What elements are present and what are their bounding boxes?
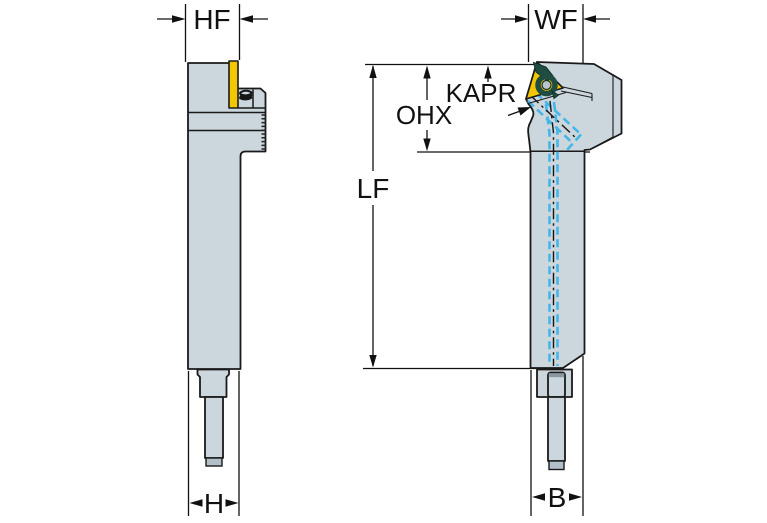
lf-dimension: LF (357, 65, 390, 368)
hf-arrow-right-icon (239, 15, 253, 23)
shank-pin-side (204, 396, 224, 459)
lf-arrow-down-icon (369, 355, 377, 368)
h-arrow-right-icon (225, 499, 239, 507)
side-view-body (187, 62, 267, 370)
side-view-shank (196, 368, 230, 467)
hf-extension-lines (184, 4, 241, 62)
hf-label: HF (193, 4, 230, 35)
shank-pin-front (547, 396, 566, 462)
b-extension-lines (530, 356, 584, 516)
side-view: HF H (157, 4, 268, 519)
kapr-label: KAPR (446, 78, 517, 108)
b-arrow-left-icon (532, 493, 545, 501)
lf-label: LF (357, 173, 390, 204)
b-arrow-right-icon (569, 493, 582, 501)
h-label: H (204, 488, 224, 519)
hf-dimension: HF (157, 4, 268, 62)
coolant-channel-diagonal (527, 92, 582, 152)
shank-pin-tip-side (205, 457, 223, 467)
ohx-arrow-down-icon (423, 138, 431, 152)
shank-pin-tip-front (548, 460, 565, 471)
coolant-channels (527, 92, 582, 366)
front-view-body (525, 61, 623, 369)
wf-label: WF (534, 4, 578, 35)
b-dimension: B (530, 356, 584, 516)
ohx-label: OHX (396, 100, 452, 130)
serration-marks (261, 114, 266, 150)
front-view-clamp (532, 61, 560, 100)
lf-arrow-up-icon (369, 65, 377, 78)
b-label: B (548, 482, 567, 513)
front-view-shank (536, 368, 573, 471)
wf-arrow-right-icon (583, 15, 596, 23)
clamp-tail (551, 89, 560, 100)
shank-block-side (196, 368, 230, 398)
insert-seat-line (527, 91, 567, 105)
h-arrow-left-icon (189, 499, 203, 507)
ohx-arrow-up-icon (423, 65, 431, 79)
front-view: WF (357, 4, 623, 516)
side-view-detail-lines (188, 89, 266, 132)
shank-boss-shading (548, 373, 565, 378)
side-view-insert (228, 60, 239, 109)
hf-arrow-left-icon (172, 15, 186, 23)
kapr-arrow-icon (517, 107, 531, 116)
h-extension-lines (187, 371, 240, 516)
ohx-dimension: OHX (396, 65, 452, 152)
clamp-ring (535, 73, 558, 97)
centerline-vertical (549, 100, 555, 366)
coolant-channel-vertical (544, 101, 559, 366)
insert-screw-hole (541, 79, 552, 91)
wf-arrow-left-icon (515, 15, 529, 23)
head-facet-lines (560, 74, 614, 149)
h-dimension: H (187, 371, 240, 519)
clamp-screw-coil-icon (239, 89, 254, 101)
kapr-arrow-up-icon (484, 65, 492, 79)
kapr-dimension: KAPR (446, 65, 531, 117)
kapr-pointer-tail (507, 110, 520, 117)
centerline-diagonal (530, 94, 578, 140)
